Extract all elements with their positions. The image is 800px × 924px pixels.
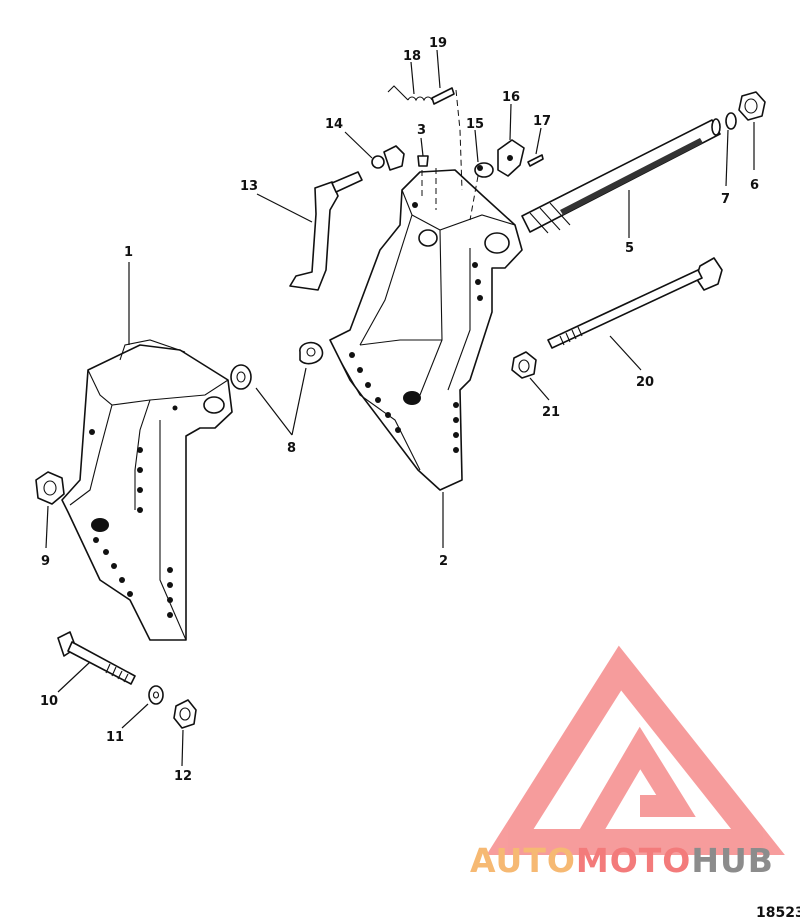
- bracket-washers: [230, 341, 324, 390]
- callout-14: 14: [325, 117, 343, 132]
- tilt-tube: [521, 118, 721, 234]
- callout-11: 11: [106, 730, 124, 745]
- callout-15: 15: [466, 117, 484, 132]
- callout-7: 7: [721, 192, 730, 207]
- transom-bracket-left: [61, 339, 233, 641]
- callout-9: 9: [41, 554, 50, 569]
- alignment-guides: [421, 168, 479, 221]
- callout-20: 20: [636, 375, 654, 390]
- nut-lower: [173, 699, 197, 729]
- set-screw: [417, 155, 429, 167]
- bushing: [474, 162, 494, 178]
- callout-8: 8: [287, 441, 296, 456]
- pivot-nut: [371, 145, 405, 171]
- tilt-tube-nut: [738, 91, 766, 121]
- leader-lines: [45, 49, 755, 767]
- watermark-wordmark: AUTOMOTOHUB: [470, 841, 774, 880]
- callout-labels: 1 2 3 5 6 7 8 9 10 11 12 13 14 15 16 17 …: [40, 36, 759, 784]
- cotter-pin: [527, 154, 544, 167]
- locknut-left: [35, 471, 65, 505]
- watermark-logo: [486, 645, 785, 855]
- washer-lower: [148, 685, 164, 705]
- callout-16: 16: [502, 90, 520, 105]
- callout-6: 6: [750, 178, 759, 193]
- pivot-pin: [431, 87, 463, 191]
- callout-1: 1: [124, 245, 133, 260]
- tilt-tube-washer: [725, 112, 737, 130]
- callout-13: 13: [240, 179, 258, 194]
- bolt-lower: [57, 631, 136, 685]
- callout-17: 17: [533, 114, 551, 129]
- watermark-moto: MOTO: [576, 841, 691, 880]
- callout-12: 12: [174, 769, 192, 784]
- callout-21: 21: [542, 405, 560, 420]
- callout-3: 3: [417, 123, 426, 138]
- watermark-auto: AUTO: [470, 841, 576, 880]
- callout-5: 5: [625, 241, 634, 256]
- watermark-hub: HUB: [691, 841, 774, 880]
- callout-2: 2: [439, 554, 448, 569]
- transom-bracket-right: [329, 169, 523, 491]
- tilt-lock-lever: [289, 171, 363, 291]
- figure-number: 18523: [756, 905, 800, 921]
- through-bolt-nut: [511, 351, 537, 379]
- through-bolt: [547, 257, 723, 349]
- callout-18: 18: [403, 49, 421, 64]
- latch-plate: [497, 139, 525, 177]
- callout-10: 10: [40, 694, 58, 709]
- callout-19: 19: [429, 36, 447, 51]
- spring: [387, 85, 433, 102]
